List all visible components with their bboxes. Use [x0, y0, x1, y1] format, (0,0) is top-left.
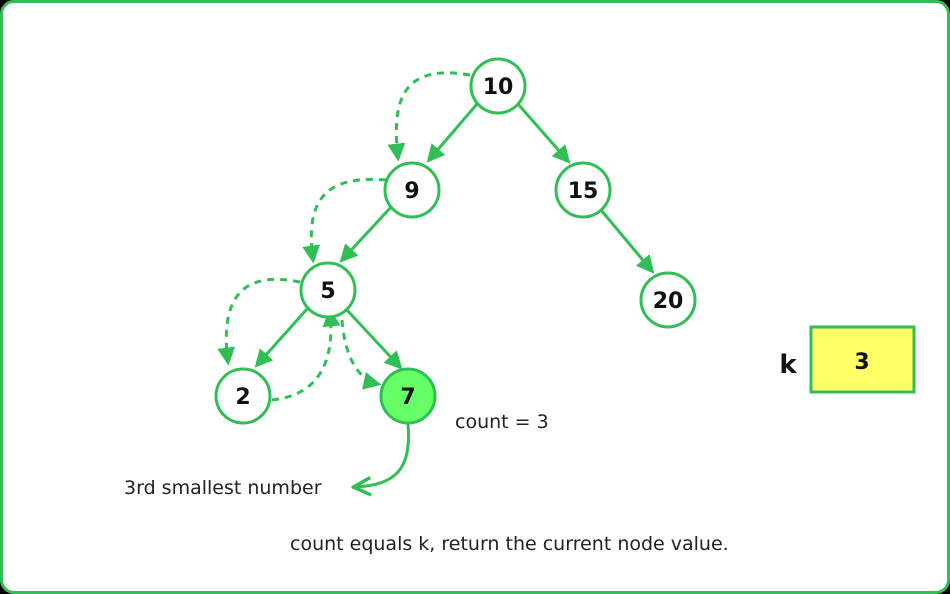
node-5: 5: [299, 261, 357, 319]
edge-5-7: [344, 307, 403, 370]
node-10: 10: [469, 57, 527, 115]
node-label: 5: [320, 279, 335, 304]
node-15: 15: [554, 161, 612, 219]
node-20: 20: [639, 271, 697, 329]
traversal-10-to-9: [387, 71, 471, 162]
node-label: 15: [568, 179, 599, 204]
traversal-9-to-5: [302, 177, 387, 264]
k-label: k: [779, 350, 797, 380]
node-label: 10: [483, 75, 514, 100]
result-annotation: 3rd smallest number: [124, 477, 322, 499]
tree-edges: [254, 103, 655, 370]
result-pointer: [355, 423, 411, 487]
edge-9-5: [339, 204, 394, 263]
k-value: 3: [854, 350, 869, 375]
node-label: 7: [400, 385, 415, 410]
edge-5-2: [254, 308, 309, 368]
node-2: 2: [214, 367, 272, 425]
edge-10-9: [426, 103, 479, 163]
node-9: 9: [383, 161, 441, 219]
bst-diagram: 10 9 15 5 20 2 7 k 3 count =: [124, 57, 916, 555]
node-label: 2: [235, 385, 250, 410]
explanation-text: count equals k, return the current node …: [290, 533, 729, 555]
edge-15-20: [599, 209, 655, 274]
traversal-5-to-2: [217, 277, 301, 366]
node-label: 9: [404, 179, 419, 204]
traversal-5-to-7: [340, 319, 382, 390]
traversal-paths: [217, 71, 471, 402]
count-annotation: count = 3: [455, 411, 549, 433]
edge-10-15: [516, 103, 571, 164]
node-7-highlighted: 7: [379, 367, 437, 425]
k-value-box: [809, 325, 916, 394]
node-label: 20: [653, 289, 684, 314]
traversal-2-to-5: [271, 308, 341, 402]
